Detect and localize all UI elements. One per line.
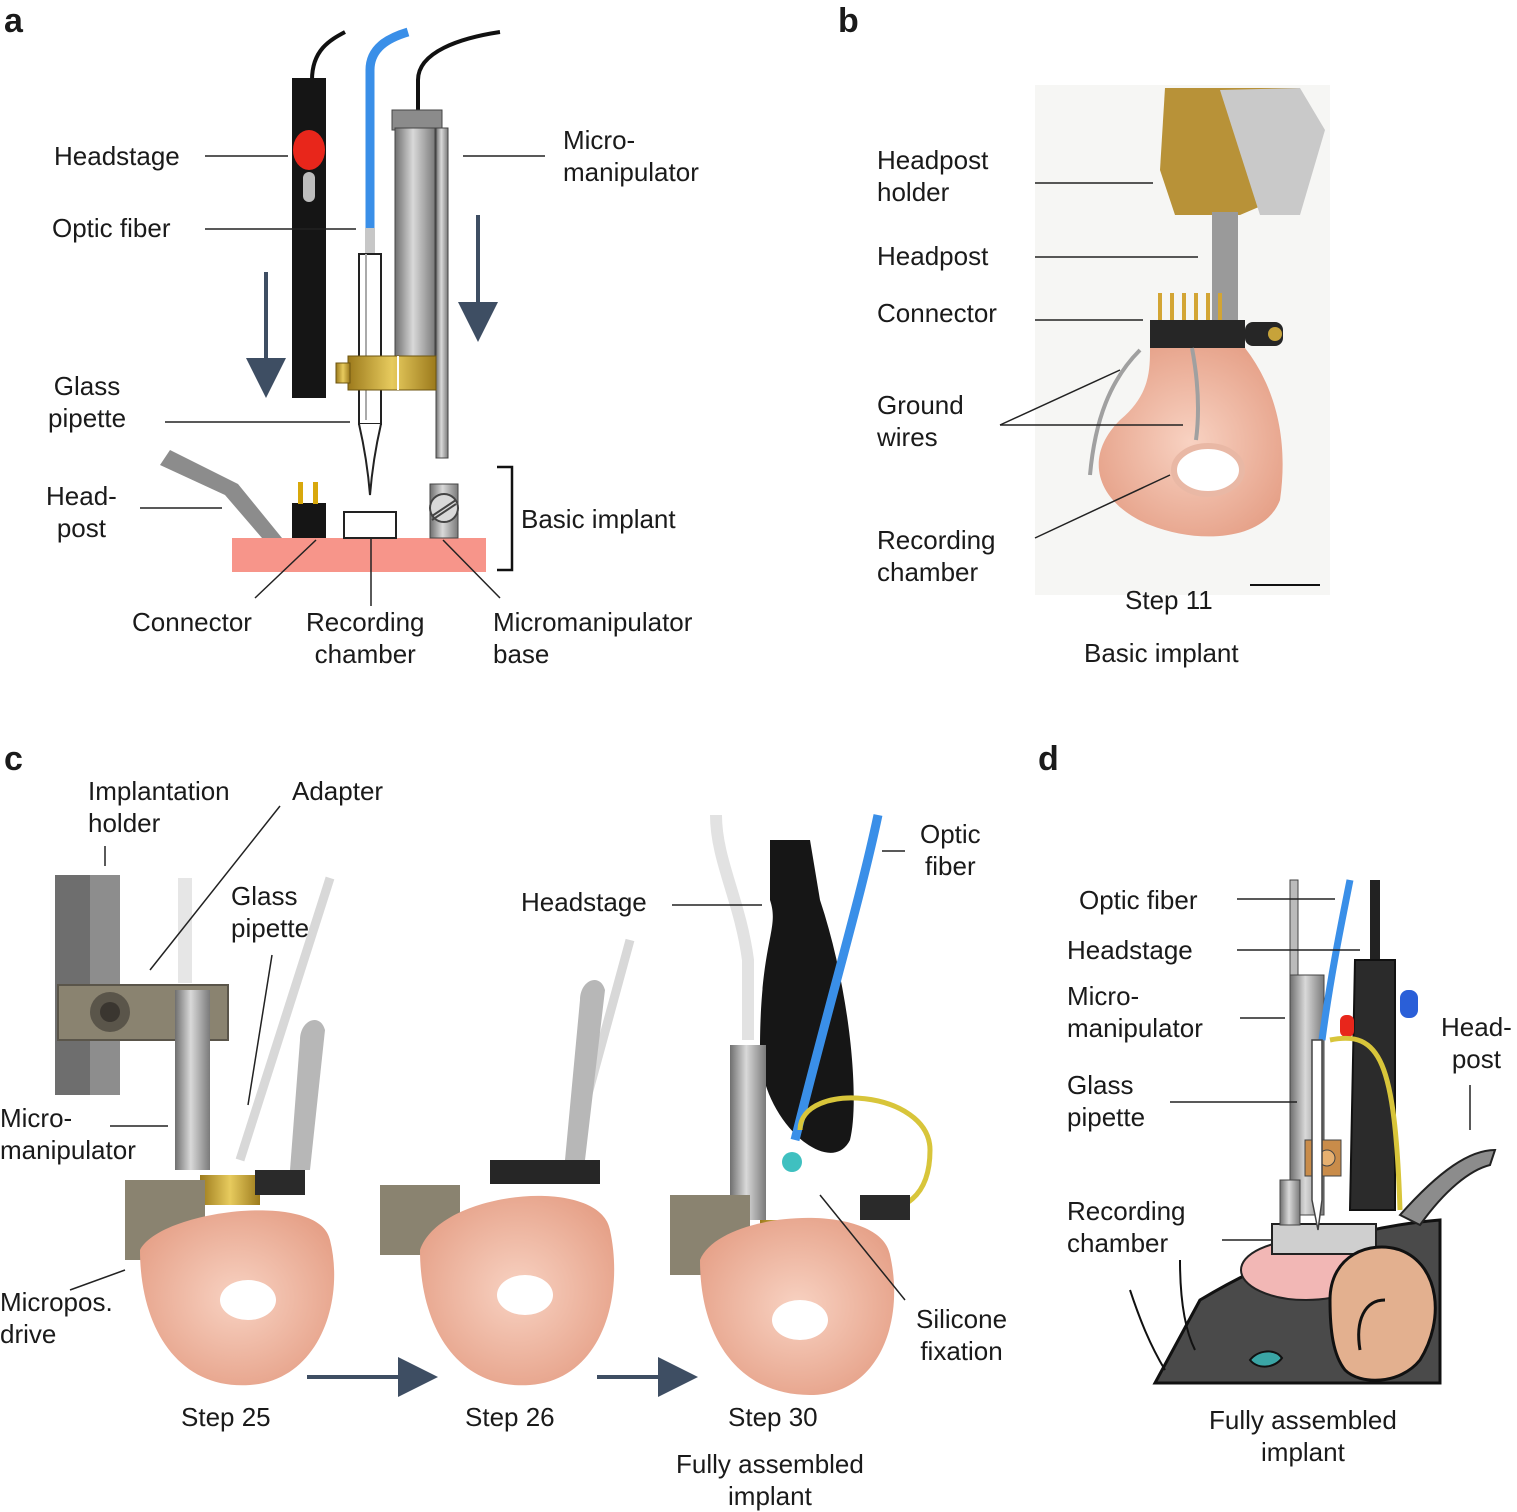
led-red	[293, 130, 325, 170]
label-micromanipulator-d: Micro- manipulator	[1067, 981, 1203, 1043]
label-micropos-drive: Micropos. drive	[0, 1287, 113, 1349]
panel-d-schematic	[1129, 879, 1497, 1385]
label-adapter: Adapter	[292, 776, 384, 806]
label-headpost: Head- post	[46, 481, 117, 543]
photo-connector	[1150, 320, 1245, 348]
panel-b-letter: b	[838, 2, 859, 40]
headpost-bar	[160, 450, 282, 538]
panel-c-photo-step26	[380, 938, 635, 1386]
label-optic-fiber-c: Optic fiber	[920, 819, 981, 881]
panel-a-schematic	[140, 27, 545, 606]
label-headpost-b: Headpost	[877, 241, 989, 271]
panel-d-letter: d	[1038, 740, 1059, 778]
caption-basic-implant: Basic implant	[1084, 638, 1239, 668]
label-recording-chamber-b: Recording chamber	[877, 525, 996, 587]
label-ground-wires: Ground wires	[877, 390, 964, 452]
label-implantation-holder: Implantation holder	[88, 776, 230, 838]
label-recording-chamber-d: Recording chamber	[1067, 1196, 1186, 1258]
optic-fiber-cable	[365, 27, 410, 228]
implant-base	[232, 538, 486, 572]
label-headstage-d: Headstage	[1067, 935, 1193, 965]
label-micromanipulator: Micro- manipulator	[563, 125, 699, 187]
photo-acrylic	[1098, 348, 1283, 537]
caption-fully-assembled-d: Fully assembled implant	[1209, 1405, 1397, 1467]
label-recording-chamber: Recording chamber	[306, 607, 425, 669]
label-glass-pipette-c: Glass pipette	[231, 881, 310, 943]
label-micromanipulator-base: Micromanipulator base	[493, 607, 693, 669]
label-headstage: Headstage	[54, 141, 180, 171]
headstage-body	[292, 78, 326, 398]
panel-a-letter: a	[4, 2, 23, 40]
label-step-26: Step 26	[465, 1402, 555, 1432]
label-micromanipulator-c: Micro- manipulator	[0, 1103, 136, 1165]
panel-c-letter: c	[4, 740, 23, 778]
chamber-outline	[343, 511, 397, 539]
panel-b-photo	[999, 85, 1330, 595]
label-connector: Connector	[132, 607, 252, 637]
label-step-11: Step 11	[1125, 585, 1213, 615]
caption-fully-assembled-c: Fully assembled implant	[676, 1449, 864, 1511]
photo-fiber-step30	[790, 814, 883, 1142]
connector-block	[292, 503, 326, 538]
label-glass-pipette-d: Glass pipette	[1067, 1070, 1146, 1132]
label-headstage-c: Headstage	[521, 887, 647, 917]
label-optic-fiber-d: Optic fiber	[1079, 885, 1198, 915]
label-step-30: Step 30	[728, 1402, 818, 1432]
panel-c-photo-step30	[69, 805, 933, 1397]
brass-clamp	[347, 355, 437, 391]
micromanipulator-body	[394, 127, 436, 369]
label-headpost-holder: Headpost holder	[877, 145, 989, 207]
label-connector-b: Connector	[877, 298, 997, 328]
label-step-25: Step 25	[181, 1402, 271, 1432]
label-glass-pipette: Glass pipette	[48, 371, 127, 433]
label-headpost-d: Head- post	[1441, 1012, 1512, 1074]
glass-pipette	[358, 253, 382, 425]
panel-c-photo-step25	[55, 875, 335, 1386]
label-basic-implant: Basic implant	[521, 504, 676, 534]
label-silicone-fixation: Silicone fixation	[916, 1304, 1008, 1366]
label-optic-fiber: Optic fiber	[52, 213, 171, 243]
